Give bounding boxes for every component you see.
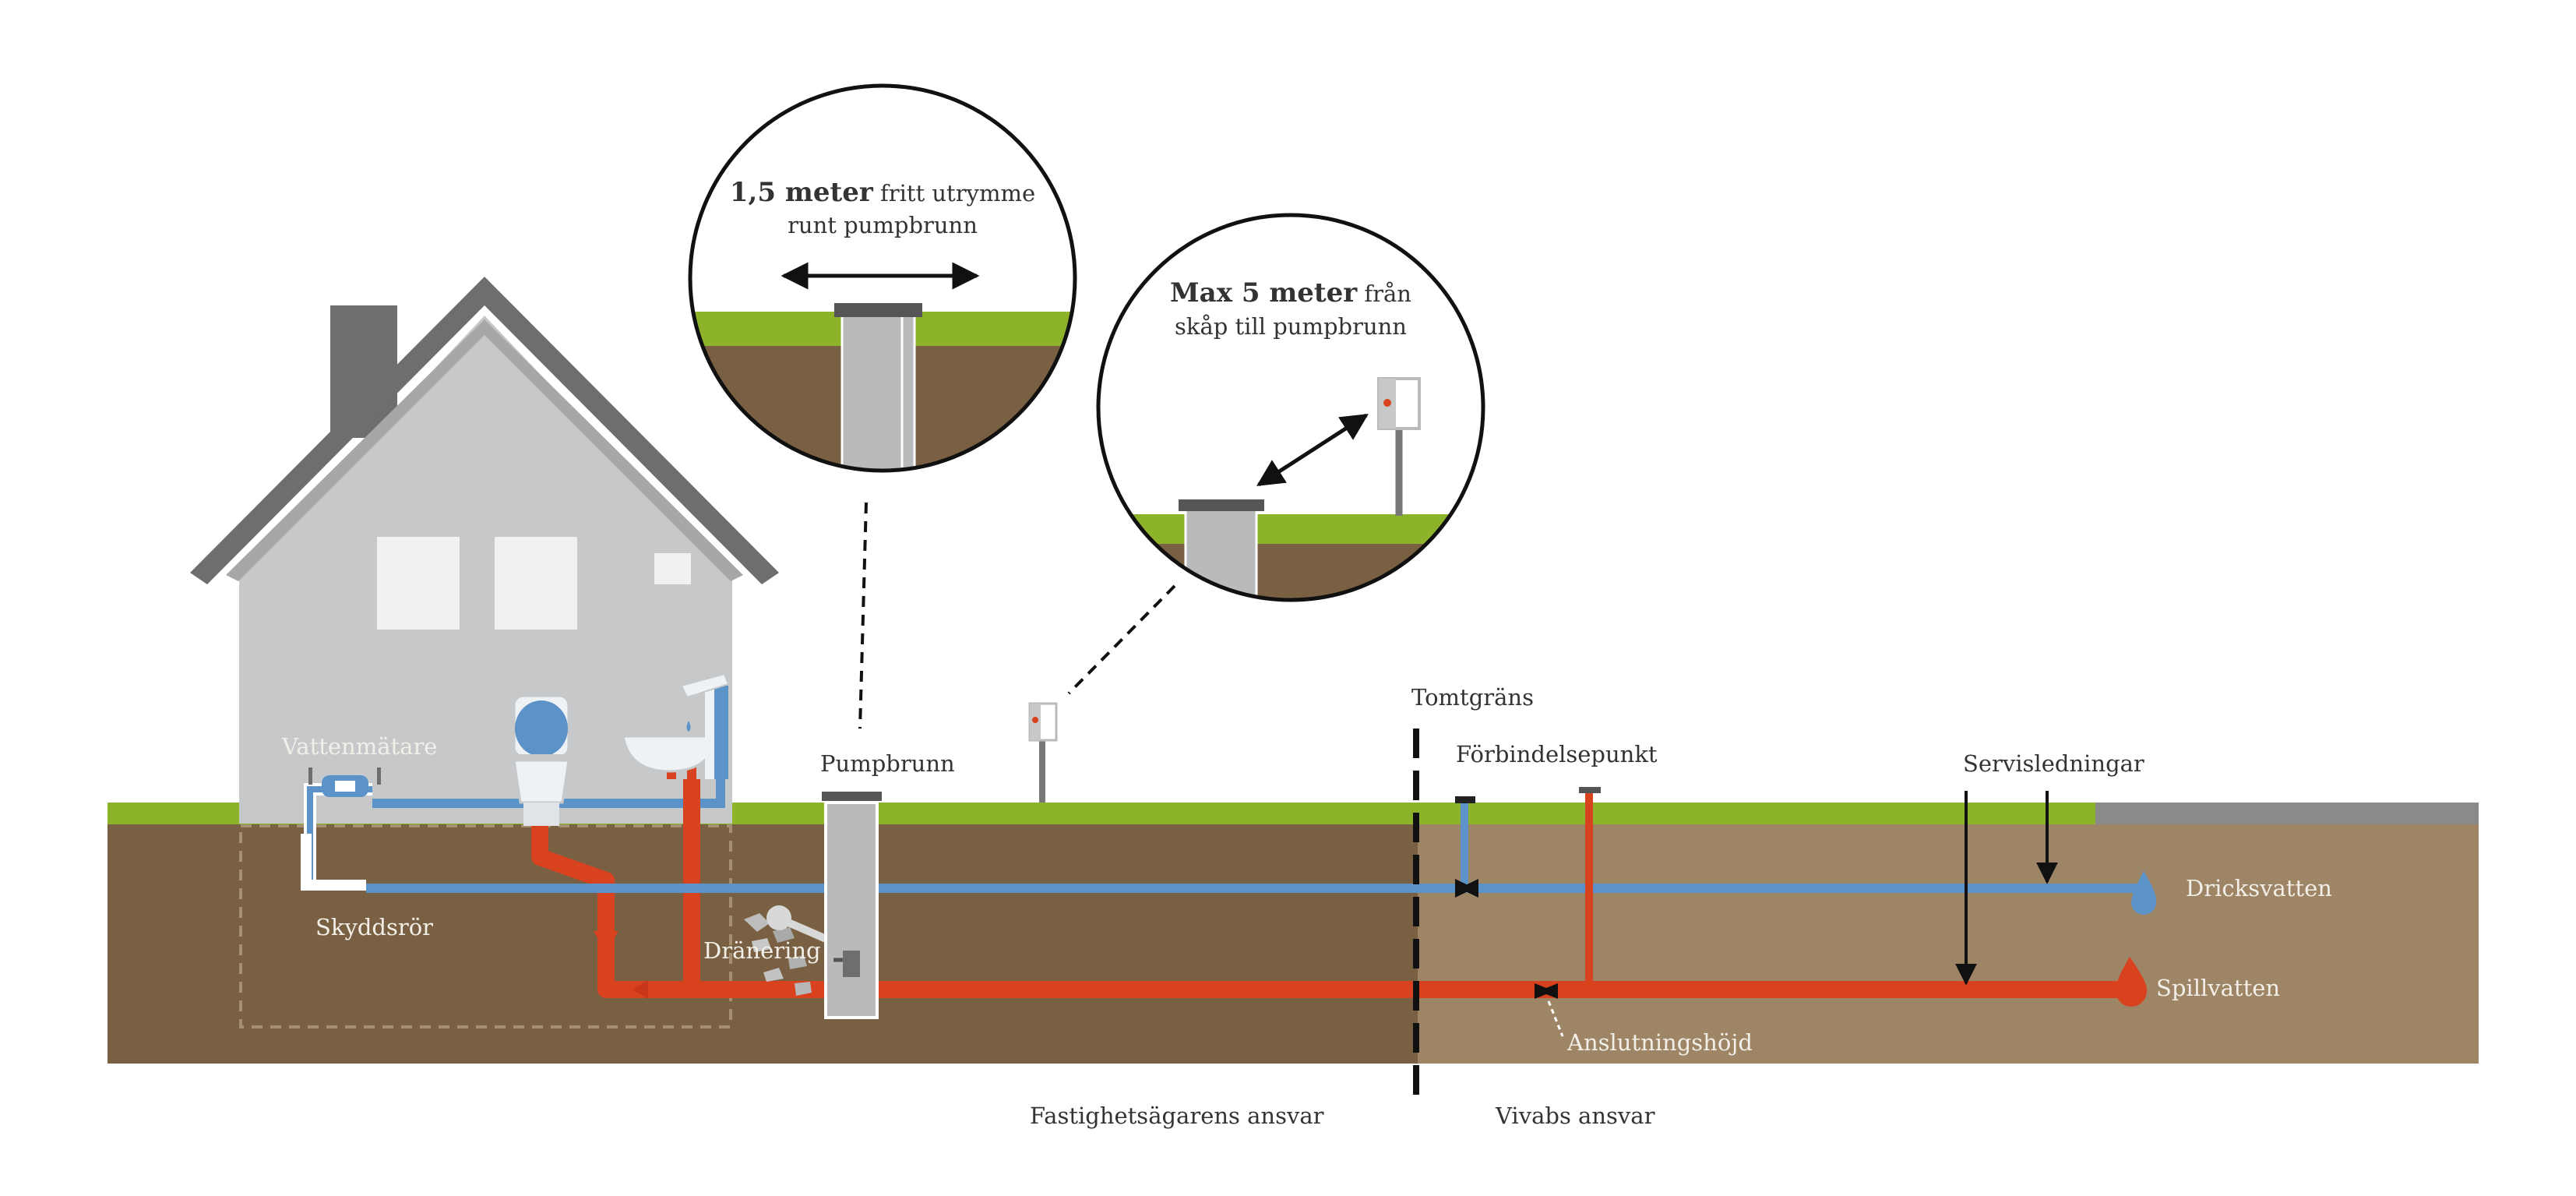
window-left [377,537,460,630]
dricksvatten-drop [2131,871,2157,915]
control-cabinet [1028,702,1058,803]
svg-text:Max 5 meter från: Max 5 meter från [1170,277,1411,309]
red-connection-cap [1579,787,1601,793]
water-meter [308,767,381,797]
label-forbindelsepunkt: Förbindelsepunkt [1456,741,1658,767]
blue-connection-cap [1455,796,1475,803]
callout-1-bold: 1,5 meter [730,177,874,208]
pump-well [822,792,882,1019]
ground [107,803,2479,1064]
red-valve-2 [1538,983,1558,999]
label-anslutningshojd: Anslutningshöjd [1566,1029,1753,1056]
down-arrow-toilet [594,931,618,952]
label-vattenmatare: Vattenmätare [281,733,437,760]
main-pipes [366,787,2157,1007]
label-skyddsror: Skyddsrör [315,914,433,940]
callout-pump-space: 1,5 meter fritt utrymme runt pumpbrunn [688,83,1077,473]
label-vivabs-ansvar: Vivabs ansvar [1495,1103,1655,1129]
sink [622,672,730,779]
spillvatten-drop [2115,957,2148,1007]
window-small [654,553,691,584]
left-arrow-bottom [633,980,648,999]
label-dricksvatten: Dricksvatten [2186,875,2332,901]
house [190,277,779,1028]
label-servisledningar: Servisledningar [1963,750,2144,777]
blue-valve-2 [1459,879,1478,898]
callout-1-rest: fritt utrymme [873,180,1035,206]
callout-pointer-cabinet [1067,584,1176,695]
soil-vivab-road [2095,824,2479,1064]
basement-outline [239,824,732,1028]
callout-pointer-pump [858,502,868,729]
label-dranering: Dränering [703,937,821,964]
label-pumpbrunn: Pumpbrunn [820,750,955,777]
svg-text:1,5 meter fritt utrymme: 1,5 meter fritt utrymme [730,177,1035,208]
anslutningshojd-pointer [1547,1000,1564,1037]
callout-2-rest: från [1357,280,1411,307]
callout-2-line2: skåp till pumpbrunn [1175,313,1407,340]
distance-arrow [1256,413,1369,487]
window-right [495,537,577,630]
label-spillvatten: Spillvatten [2156,975,2280,1001]
skyddsror-pipe [301,834,366,891]
label-tomtgrans: Tomtgräns [1411,684,1534,711]
callout-2-bold: Max 5 meter [1170,277,1358,309]
road-strip [2095,803,2479,824]
house-wall [239,316,732,824]
callout-1-line2: runt pumpbrunn [788,212,978,238]
toilet [508,694,575,826]
callout-cabinet-distance: Max 5 meter från skåp till pumpbrunn [1096,213,1485,602]
label-fastighetsagarens-ansvar: Fastighetsägarens ansvar [1030,1103,1324,1129]
